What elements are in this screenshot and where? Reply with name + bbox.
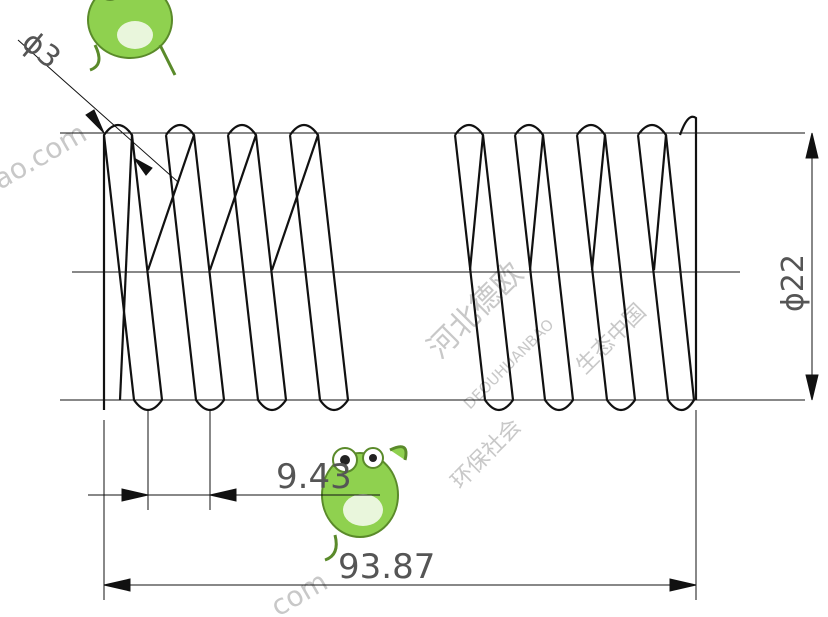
- wire-diameter-label: ϕ3: [15, 24, 67, 76]
- outer-diameter-dimension: ϕ22: [776, 132, 819, 401]
- coil-back-strand: [652, 134, 668, 271]
- watermark-sub-left-text: 环保社会: [447, 414, 527, 494]
- coil: [575, 123, 637, 412]
- coil-back-strand: [590, 134, 607, 271]
- coil: [288, 123, 350, 412]
- coil: [453, 123, 515, 412]
- coil: [226, 123, 288, 412]
- watermark-sub-right-text: 生态中国: [572, 299, 652, 379]
- arrowhead: [121, 488, 149, 502]
- arrowhead: [103, 578, 131, 592]
- watermark-domain-bottom-text: com: [265, 565, 333, 617]
- arrowhead: [209, 488, 237, 502]
- coil-back-strand: [146, 134, 196, 271]
- free-length-dimension: 93.87: [103, 547, 697, 592]
- watermark-domain-top-text: ao.com: [0, 116, 92, 196]
- arrowhead: [85, 109, 105, 134]
- arrowhead: [805, 132, 819, 159]
- wire-diameter-leader-line: [17, 39, 179, 183]
- coil-end: [678, 115, 698, 400]
- coil-back-strand: [528, 134, 545, 271]
- coil-back-strand: [118, 134, 134, 401]
- spring-coils-left: [102, 123, 350, 412]
- watermark: 河北德欧 DEOUHUANBAO 环保社会 生态中国 ao.com com: [0, 116, 651, 617]
- arrowhead: [133, 157, 153, 176]
- spring-coils-right: [453, 115, 698, 412]
- pitch-label: 9.43: [276, 457, 352, 497]
- outer-diameter-label: ϕ22: [776, 254, 811, 312]
- coil: [636, 123, 696, 412]
- coil: [102, 123, 164, 412]
- coil: [513, 123, 575, 412]
- coil-back-strand: [208, 134, 258, 271]
- coil-back-strand: [270, 134, 320, 271]
- coil-back-strand: [468, 134, 485, 271]
- arrowhead: [805, 374, 819, 401]
- arrowhead: [669, 578, 697, 592]
- frog-mascot-icon: [87, 0, 177, 76]
- free-length-label: 93.87: [338, 547, 435, 587]
- pitch-dimension: 9.43: [88, 457, 380, 502]
- coil: [164, 123, 226, 412]
